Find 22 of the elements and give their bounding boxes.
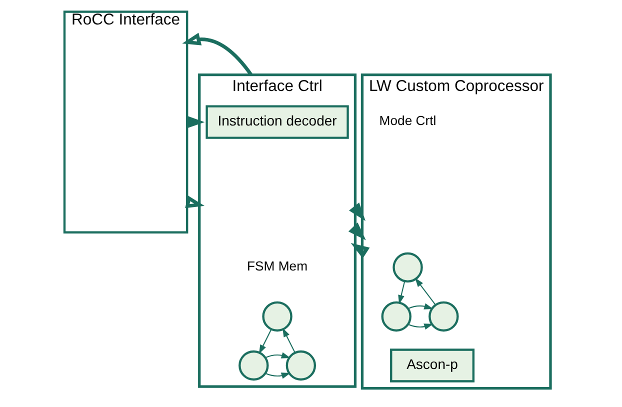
arrow (414, 278, 436, 306)
arrow (408, 303, 434, 310)
node-circle (238, 350, 269, 381)
node-circle (262, 301, 292, 332)
node-circle (286, 350, 316, 381)
arrow (182, 32, 253, 76)
node-box: Instruction decoder (206, 105, 349, 139)
arrow (282, 328, 296, 353)
label: Mode Crtl (379, 113, 436, 128)
arrow (348, 222, 366, 240)
arrow (408, 324, 434, 330)
node-circle (381, 301, 412, 332)
arrow (265, 372, 291, 379)
node-circle (392, 252, 423, 283)
arrow (258, 329, 272, 354)
label: FSM Mem (247, 258, 308, 274)
node-circle (428, 301, 459, 332)
arrow (349, 202, 366, 222)
arrow (350, 243, 370, 258)
arrow (398, 281, 406, 304)
node-box: Ascon-p (390, 348, 475, 382)
arrow (265, 352, 291, 358)
